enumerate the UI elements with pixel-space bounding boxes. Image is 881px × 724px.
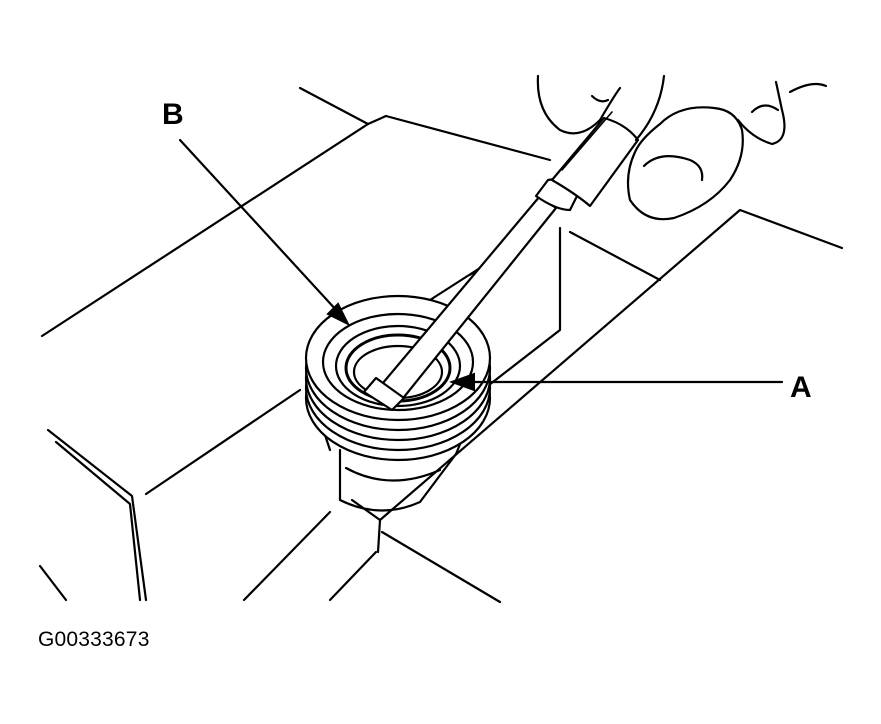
callout-arrow-a bbox=[449, 372, 784, 392]
screwdriver bbox=[362, 111, 640, 412]
figure-code: G00333673 bbox=[38, 628, 150, 651]
housing-outline bbox=[38, 86, 844, 604]
callout-label-b: B bbox=[162, 98, 184, 131]
callout-label-a: A bbox=[790, 371, 812, 404]
hand bbox=[536, 74, 828, 221]
callout-arrow-b bbox=[178, 138, 351, 327]
